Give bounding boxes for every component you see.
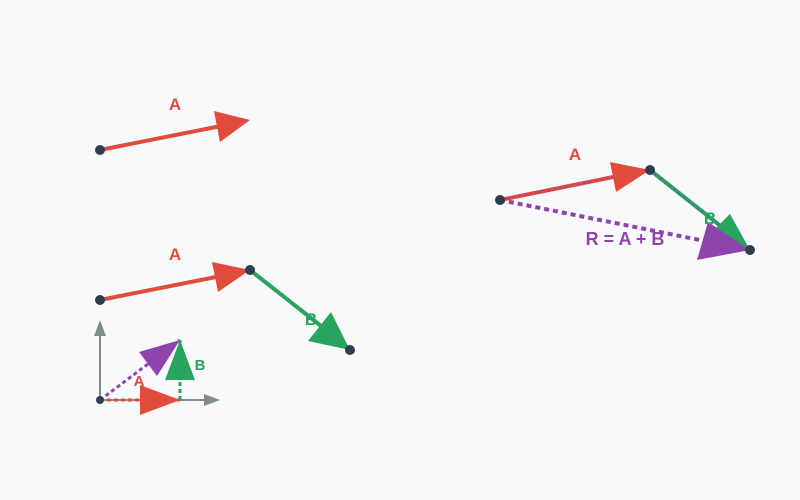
point-dot-icon bbox=[745, 245, 755, 255]
triangle-arrowhead-icon bbox=[165, 340, 195, 380]
vector-b-label: B bbox=[305, 310, 317, 329]
vector-a-label: A bbox=[169, 245, 181, 264]
triangle-arrowhead-icon bbox=[308, 312, 350, 350]
vector-b-label: B bbox=[195, 357, 206, 374]
triangle-arrowhead-icon bbox=[212, 262, 250, 292]
vector-a-shaft bbox=[98, 273, 228, 302]
panel-component-axes: A B bbox=[94, 320, 220, 415]
triangle-arrowhead-icon bbox=[139, 340, 180, 376]
triangle-arrowhead-icon bbox=[697, 222, 750, 260]
panel-head-to-tail: A B bbox=[95, 245, 355, 355]
point-dot-icon bbox=[345, 345, 355, 355]
resultant-shaft bbox=[499, 198, 721, 246]
triangle-arrowhead-icon bbox=[214, 111, 250, 142]
point-dot-icon bbox=[495, 195, 505, 205]
vector-a-shaft bbox=[98, 123, 228, 152]
panel-resultant: A B R = A + B bbox=[495, 145, 755, 260]
panel-single-vector: A bbox=[95, 95, 250, 155]
point-dot-icon bbox=[95, 295, 105, 305]
vector-b-shaft bbox=[648, 168, 734, 237]
vector-b-shaft bbox=[248, 268, 332, 335]
vector-a-label: A bbox=[169, 95, 181, 114]
x-axis-arrow-icon bbox=[204, 394, 220, 406]
vector-b-label: B bbox=[704, 209, 716, 228]
point-dot-icon bbox=[245, 265, 255, 275]
point-dot-icon bbox=[645, 165, 655, 175]
vector-a-label: A bbox=[134, 373, 145, 390]
y-axis-arrow-icon bbox=[94, 320, 106, 336]
triangle-arrowhead-icon bbox=[140, 385, 180, 415]
resultant-label: R = A + B bbox=[586, 229, 665, 249]
triangle-arrowhead-icon bbox=[610, 162, 650, 192]
resultant-shaft bbox=[99, 338, 181, 402]
point-dot-icon bbox=[95, 145, 105, 155]
vector-a-label: A bbox=[569, 145, 581, 164]
point-dot-icon bbox=[96, 396, 104, 404]
